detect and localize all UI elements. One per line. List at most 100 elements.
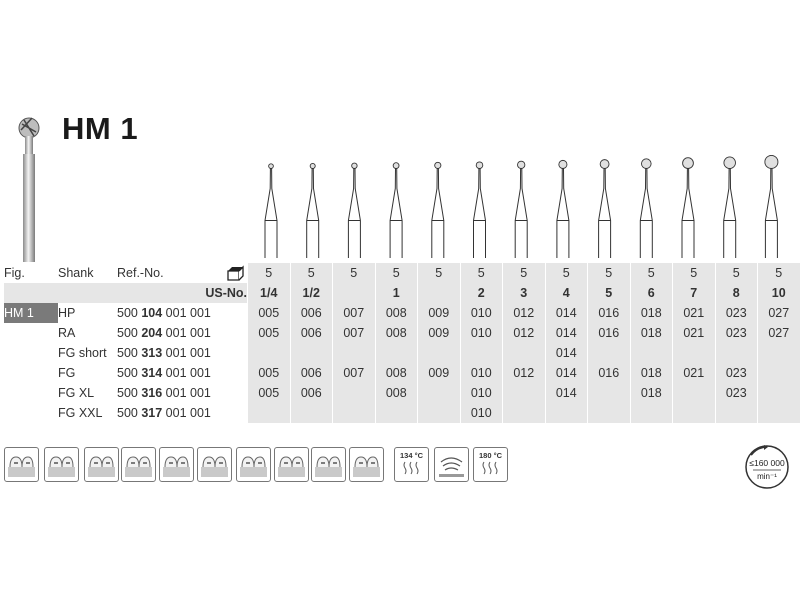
row-shank: FG short: [58, 343, 117, 363]
size-cell: [502, 383, 545, 403]
product-bur-photo: [18, 117, 40, 262]
ref-prefix: 500: [117, 366, 142, 380]
crown-removal-icon: [236, 447, 271, 482]
bur-outline-021: [681, 157, 695, 258]
size-cell: [417, 383, 460, 403]
crown-preparation-icon: [44, 447, 79, 482]
ref-suffix: 001 001: [162, 406, 211, 420]
pack-qty: 5: [714, 263, 757, 283]
us-number: 5: [587, 283, 630, 303]
row-ref-number: 500 317 001 001: [117, 403, 243, 423]
size-cell: [757, 363, 800, 383]
row-shank: FG XL: [58, 383, 117, 403]
ref-suffix: 001 001: [162, 326, 211, 340]
us-number: [332, 283, 375, 303]
row-ref-number: 500 204 001 001: [117, 323, 243, 343]
pack-qty: 5: [417, 263, 460, 283]
size-cell: 012: [502, 303, 545, 323]
size-cell: 006: [289, 303, 332, 323]
size-cell: [757, 343, 800, 363]
size-cell: 006: [289, 323, 332, 343]
size-cell: [544, 403, 587, 423]
size-cell: [672, 403, 715, 423]
ref-prefix: 500: [117, 386, 142, 400]
ref-shank-code: 313: [141, 346, 163, 360]
temperature-label: 180 °C: [478, 451, 502, 460]
size-cell: 010: [459, 363, 502, 383]
size-cell: 023: [714, 383, 757, 403]
size-cell: 014: [544, 383, 587, 403]
us-number: 4: [544, 283, 587, 303]
size-cell: [714, 403, 757, 423]
us-number: 1/4: [247, 283, 290, 303]
bridge-icon: [349, 447, 384, 482]
ref-shank-code: 204: [141, 326, 163, 340]
size-cell: 005: [247, 303, 290, 323]
sterilization-icon: 134 °C: [394, 447, 429, 482]
size-cell: 007: [332, 323, 375, 343]
caries-removal-icon: [84, 447, 119, 482]
ref-shank-code: 316: [141, 386, 163, 400]
thermo-disinfection-icon: [434, 447, 469, 482]
bur-outline-023: [723, 156, 737, 258]
us-number: 8: [714, 283, 757, 303]
size-cell: 016: [587, 303, 630, 323]
ref-prefix: 500: [117, 326, 142, 340]
us-number: 1/2: [289, 283, 332, 303]
us-number: 7: [672, 283, 715, 303]
row-fig: [4, 383, 58, 403]
size-cell: 012: [502, 363, 545, 383]
ref-suffix: 001 001: [162, 386, 211, 400]
bur-outline-016: [598, 159, 612, 258]
size-cell: 023: [714, 303, 757, 323]
bur-outline-014: [556, 159, 570, 258]
size-cell: 009: [417, 323, 460, 343]
us-number: 3: [502, 283, 545, 303]
size-cell: [332, 403, 375, 423]
size-cell: [502, 343, 545, 363]
size-cell: 005: [247, 383, 290, 403]
size-cell: 008: [374, 363, 417, 383]
pack-qty: 5: [332, 263, 375, 283]
size-cell: [332, 383, 375, 403]
temperature-label: 134 °C: [399, 451, 423, 460]
size-cell: 009: [417, 363, 460, 383]
pack-qty: 5: [502, 263, 545, 283]
bur-outline-012: [514, 160, 528, 258]
pack-qty: 5: [629, 263, 672, 283]
size-cell: [289, 403, 332, 423]
ref-suffix: 001 001: [162, 346, 211, 360]
size-cell: [757, 403, 800, 423]
restoration-finishing-icon: [197, 447, 232, 482]
size-cell: 014: [544, 323, 587, 343]
size-cell: 021: [672, 363, 715, 383]
header-ref: Ref.-No.: [117, 263, 243, 283]
size-cell: [587, 403, 630, 423]
size-cell: 012: [502, 323, 545, 343]
bur-outline-009: [431, 161, 445, 258]
package-icon: [227, 263, 247, 283]
size-cell: 007: [332, 303, 375, 323]
bur-outline-005: [264, 163, 278, 258]
bur-outline-008: [389, 162, 403, 258]
pack-qty: 5: [459, 263, 502, 283]
ref-suffix: 001 001: [162, 306, 211, 320]
speed-value: ≤160 000: [749, 458, 785, 468]
size-cell: [672, 383, 715, 403]
size-cell: 010: [459, 403, 502, 423]
pack-qty: 5: [374, 263, 417, 283]
pack-qty: 5: [544, 263, 587, 283]
row-ref-number: 500 313 001 001: [117, 343, 243, 363]
size-cell: 014: [544, 363, 587, 383]
size-cell: [417, 343, 460, 363]
row-ref-number: 500 316 001 001: [117, 383, 243, 403]
size-cell: [587, 343, 630, 363]
bur-outline-027: [764, 155, 779, 258]
size-cell: 010: [459, 383, 502, 403]
